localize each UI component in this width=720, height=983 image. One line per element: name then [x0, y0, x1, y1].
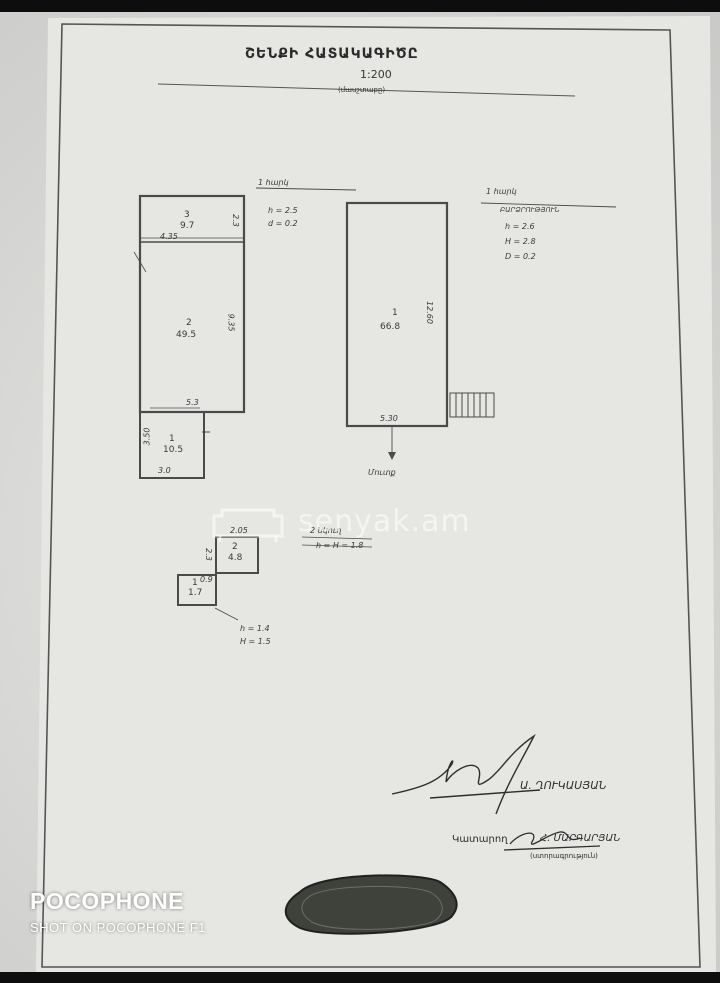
right-room-area: 66.8	[380, 322, 401, 332]
room-1-number: 1	[169, 434, 175, 444]
right-room-number: 1	[392, 308, 398, 318]
sofa-watermark-icon	[212, 508, 284, 542]
signature-scribble-2	[503, 831, 601, 851]
small-room-2-number: 2	[232, 542, 238, 552]
right-thickness: D = 0.2	[505, 252, 536, 261]
plan-left	[133, 187, 357, 479]
small-room-1-area: 1.7	[188, 588, 203, 598]
executor-label: Կատարող	[452, 834, 508, 845]
small-room-2-area: 4.8	[228, 553, 243, 563]
stairs	[449, 392, 495, 418]
small-plan-height: h = H = 1.8	[316, 541, 364, 550]
camera-brand: POCOPHONE	[30, 888, 185, 914]
room-1-area: 10.5	[163, 445, 184, 455]
dim-mid: 5.3	[186, 398, 199, 407]
small-note-h: h = 1.4	[240, 624, 270, 633]
signatory-name-2: Հ. ՄԱՐԳԱՐՅԱՆ	[540, 833, 621, 844]
left-height: h = 2.5	[268, 206, 298, 215]
left-floor-label: 1 հարկ	[258, 178, 289, 187]
signature-caption: (ստորագրություն)	[530, 852, 598, 860]
dim-top-left: 4.35	[160, 232, 178, 241]
dim-bottom: 3.0	[158, 466, 171, 475]
right-dim-side: 12.60	[424, 301, 434, 324]
small-dim-left: 2.3	[203, 548, 213, 561]
site-watermark: senyak.am	[298, 504, 471, 539]
floor-plan-drawing	[36, 16, 716, 972]
room-2-number: 2	[186, 318, 192, 328]
dim-right-main: 9.35	[226, 313, 236, 332]
right-floor-label: 1 հարկ	[486, 187, 517, 196]
room-3-area: 9.7	[180, 221, 195, 231]
room-2-area: 49.5	[176, 330, 197, 340]
right-total-height: H = 2.8	[505, 237, 536, 246]
title-underline	[157, 83, 576, 97]
dim-right-small: 2.3	[230, 214, 240, 227]
scale-value: 1:200	[360, 68, 392, 81]
document-title: ՇԵՆՔԻ ՀԱՏԱԿԱԳԻԾԸ	[245, 46, 419, 62]
paper-sheet	[36, 16, 716, 972]
small-room-1-number: 1	[192, 578, 198, 588]
room-3-number: 3	[184, 210, 190, 220]
dim-side-small: 3.50	[142, 427, 152, 446]
signature-scribble	[391, 733, 541, 815]
signatory-name-1: Ա. ՂՈՒԿԱՍՅԱՆ	[520, 779, 607, 792]
small-dim-top: 2.05	[230, 526, 248, 535]
decorative-seal	[284, 874, 458, 935]
left-thickness: d = 0.2	[268, 219, 298, 228]
document-photo: ՇԵՆՔԻ ՀԱՏԱԿԱԳԻԾԸ 1:200 (մասշտաբը) 1 հարկ…	[0, 12, 720, 972]
plan-right	[345, 201, 617, 460]
small-note-H: H = 1.5	[240, 637, 271, 646]
small-dim-small: 0.9	[200, 575, 213, 584]
small-plan-label: 2 նկուղ	[310, 526, 342, 535]
entrance-label: Մուտք	[368, 468, 396, 477]
right-dim-bottom: 5.30	[380, 414, 398, 423]
camera-shot-on: SHOT ON POCOPHONE F1	[30, 920, 206, 935]
right-sub-label: ԲԱՐՁՐՈՒԹՅՈՒՆ	[500, 206, 560, 214]
right-height: h = 2.6	[505, 222, 535, 231]
scale-caption: (մասշտաբը)	[338, 86, 386, 94]
border-frame	[41, 23, 701, 968]
